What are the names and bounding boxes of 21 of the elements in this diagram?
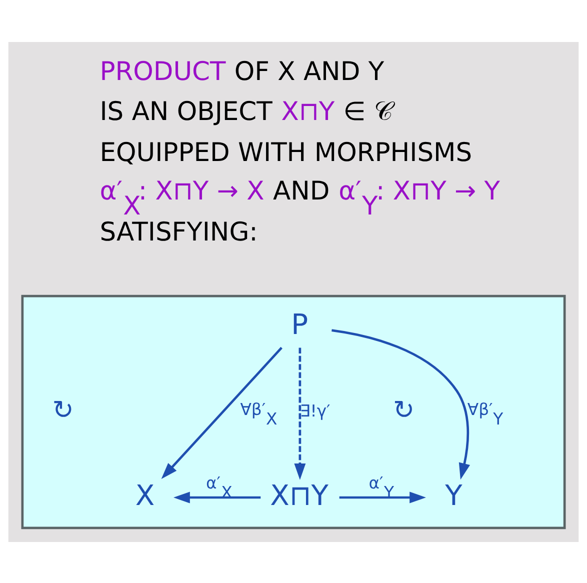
arrow bbox=[294, 347, 306, 480]
label: EQUIPPED WITH MORPHISMS bbox=[100, 137, 472, 168]
label: AND bbox=[273, 176, 330, 206]
node-text: X⊓Y bbox=[270, 478, 328, 512]
label: IS AN OBJECT bbox=[100, 96, 272, 126]
edge-label: ∃!γ′ bbox=[300, 400, 330, 420]
node-text: P bbox=[291, 307, 308, 340]
node-text: Y bbox=[445, 478, 462, 512]
label: OF X AND Y bbox=[234, 56, 384, 87]
label: ∈ 𝒞 bbox=[343, 96, 393, 126]
node-text: X bbox=[135, 478, 155, 512]
cluster bbox=[21, 294, 566, 529]
arrow bbox=[173, 491, 261, 503]
arrow bbox=[339, 491, 426, 503]
label: PRODUCT bbox=[100, 56, 226, 87]
label: X⊓Y bbox=[281, 96, 335, 126]
label: SATISFYING: bbox=[100, 217, 258, 248]
arrow bbox=[161, 346, 282, 478]
arrow bbox=[332, 328, 470, 480]
label: ↻ bbox=[52, 395, 74, 426]
label: ↻ bbox=[393, 395, 415, 426]
